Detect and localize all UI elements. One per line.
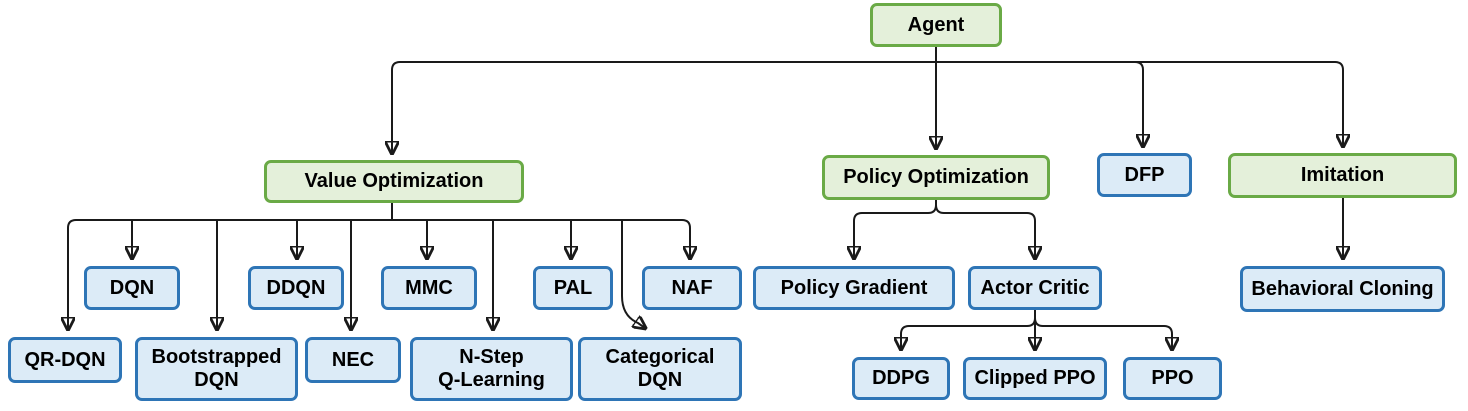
node-qr-dqn: QR-DQN	[8, 337, 122, 383]
node-categorical-dqn: Categorical DQN	[578, 337, 742, 401]
edge-value-optimization-naf	[392, 219, 690, 258]
node-agent-label: Agent	[907, 13, 965, 36]
node-clipped-ppo: Clipped PPO	[963, 357, 1107, 400]
edge-agent-dfp	[1128, 61, 1143, 146]
node-ddpg-label: DDPG	[872, 367, 930, 389]
node-value-optimization: Value Optimization	[264, 160, 524, 203]
node-naf: NAF	[642, 266, 742, 310]
node-clipped-ppo-label: Clipped PPO	[974, 367, 1096, 389]
node-behavioral-cloning: Behavioral Cloning	[1240, 266, 1445, 312]
node-nec-label: NEC	[331, 348, 375, 371]
node-bootstrapped-dqn: Bootstrapped DQN	[135, 337, 298, 401]
node-dqn-label: DQN	[109, 276, 155, 299]
node-ppo-label: PPO	[1151, 367, 1194, 389]
node-agent: Agent	[870, 3, 1002, 47]
node-behavioral-cloning-label: Behavioral Cloning	[1251, 277, 1434, 300]
node-nstep-q-learning: N-Step Q-Learning	[410, 337, 573, 401]
node-mmc-label: MMC	[405, 276, 453, 299]
node-dfp: DFP	[1097, 153, 1192, 197]
node-policy-optimization-label: Policy Optimization	[843, 166, 1029, 188]
node-ddqn: DDQN	[248, 266, 344, 310]
node-qr-dqn-label: QR-DQN	[24, 348, 106, 371]
node-value-optimization-label: Value Optimization	[304, 170, 484, 192]
edge-agent-imitation	[936, 61, 1343, 146]
node-nec: NEC	[305, 337, 401, 383]
node-categorical-dqn-label: Categorical DQN	[605, 346, 715, 391]
node-policy-gradient-label: Policy Gradient	[780, 276, 928, 299]
edge-actor-critic-ddpg	[901, 310, 1036, 349]
node-policy-gradient: Policy Gradient	[753, 266, 955, 310]
node-ddqn-label: DDQN	[266, 276, 326, 299]
node-ppo: PPO	[1123, 357, 1222, 400]
edge-value-optimization-categorical-dqn	[621, 220, 645, 328]
edge-policy-optimization-policy-gradient	[854, 200, 937, 258]
node-bootstrapped-dqn-label: Bootstrapped DQN	[151, 346, 282, 391]
edge-agent-value-optimization	[392, 61, 936, 153]
node-dqn: DQN	[84, 266, 180, 310]
node-pal: PAL	[533, 266, 613, 310]
node-imitation: Imitation	[1228, 153, 1457, 198]
node-actor-critic-label: Actor Critic	[980, 276, 1090, 299]
node-policy-optimization: Policy Optimization	[822, 155, 1050, 200]
node-dfp-label: DFP	[1124, 163, 1165, 186]
edge-policy-optimization-actor-critic	[935, 200, 1035, 258]
edge-value-optimization-qr-dqn	[68, 219, 392, 329]
node-mmc: MMC	[381, 266, 477, 310]
node-ddpg: DDPG	[852, 357, 950, 400]
node-imitation-label: Imitation	[1300, 164, 1385, 186]
node-nstep-q-learning-label: N-Step Q-Learning	[438, 346, 545, 391]
node-actor-critic: Actor Critic	[968, 266, 1102, 310]
edge-actor-critic-ppo	[1034, 317, 1172, 349]
node-naf-label: NAF	[671, 276, 713, 299]
node-pal-label: PAL	[553, 276, 593, 299]
